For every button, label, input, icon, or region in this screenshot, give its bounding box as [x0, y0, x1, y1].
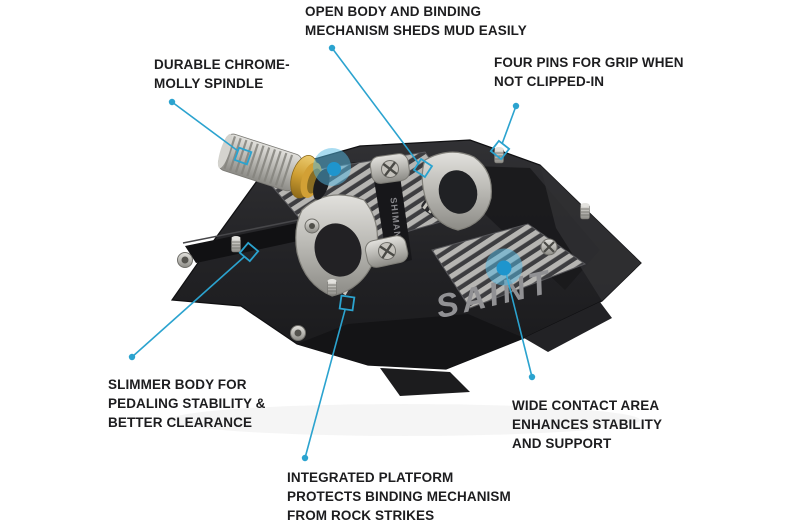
callout-slimmer-body: SLIMMER BODY FOR PEDALING STABILITY & BE… — [108, 375, 266, 432]
callout-text-line: PROTECTS BINDING MECHANISM — [287, 489, 511, 504]
callout-wide-contact-area: WIDE CONTACT AREA ENHANCES STABILITY AND… — [512, 396, 662, 453]
callout-text-line: PEDALING STABILITY & — [108, 396, 266, 411]
hotspot-dot — [496, 260, 512, 276]
grip-pin — [231, 236, 241, 253]
callout-text-line: SLIMMER BODY FOR — [108, 377, 247, 392]
leader-wide-contact — [485, 248, 536, 381]
hotspot-dot — [327, 162, 341, 176]
callout-text-line: INTEGRATED PLATFORM — [287, 470, 454, 485]
callout-integrated-platform: INTEGRATED PLATFORM PROTECTS BINDING MEC… — [287, 468, 511, 520]
callout-text-line: WIDE CONTACT AREA — [512, 398, 660, 413]
callout-text-line: FOUR PINS FOR GRIP WHEN — [494, 55, 684, 70]
callout-spindle: DURABLE CHROME- MOLLY SPINDLE — [154, 55, 290, 93]
binding-screw-front — [364, 235, 409, 268]
annotation-markers — [128, 44, 536, 462]
grip-pin — [580, 203, 590, 220]
callout-text-line: MECHANISM SHEDS MUD EASILY — [305, 23, 527, 38]
callout-text-line: FROM ROCK STRIKES — [287, 508, 435, 520]
callout-text-line: MOLLY SPINDLE — [154, 76, 264, 91]
callout-four-pins: FOUR PINS FOR GRIP WHEN NOT CLIPPED-IN — [494, 53, 684, 91]
body-bolt — [290, 325, 306, 341]
callout-open-body: OPEN BODY AND BINDING MECHANISM SHEDS MU… — [305, 2, 527, 40]
body-bolt — [177, 252, 193, 268]
callout-text-line: NOT CLIPPED-IN — [494, 74, 605, 89]
binding-screw-right — [540, 238, 558, 256]
leader-four-pins — [489, 102, 520, 161]
binding-mechanism: SHIMANO — [295, 151, 558, 297]
callout-text-line: BETTER CLEARANCE — [108, 415, 253, 430]
grip-pins — [177, 147, 590, 341]
leader-open-body — [328, 44, 434, 179]
callout-text-line: ENHANCES STABILITY — [512, 417, 663, 432]
grip-pin — [327, 279, 337, 296]
binding-screw-rear — [369, 153, 410, 184]
leader-spindle — [168, 98, 253, 166]
callout-text-line: OPEN BODY AND BINDING — [305, 4, 482, 19]
callout-text-line: DURABLE CHROME- — [154, 57, 290, 72]
leader-slimmer-body — [128, 241, 260, 361]
callout-text-line: AND SUPPORT — [512, 436, 612, 451]
pedal-shadow — [170, 404, 640, 436]
hotspot-spindle-seal — [313, 148, 351, 186]
leader-integrated-platform — [301, 294, 356, 462]
